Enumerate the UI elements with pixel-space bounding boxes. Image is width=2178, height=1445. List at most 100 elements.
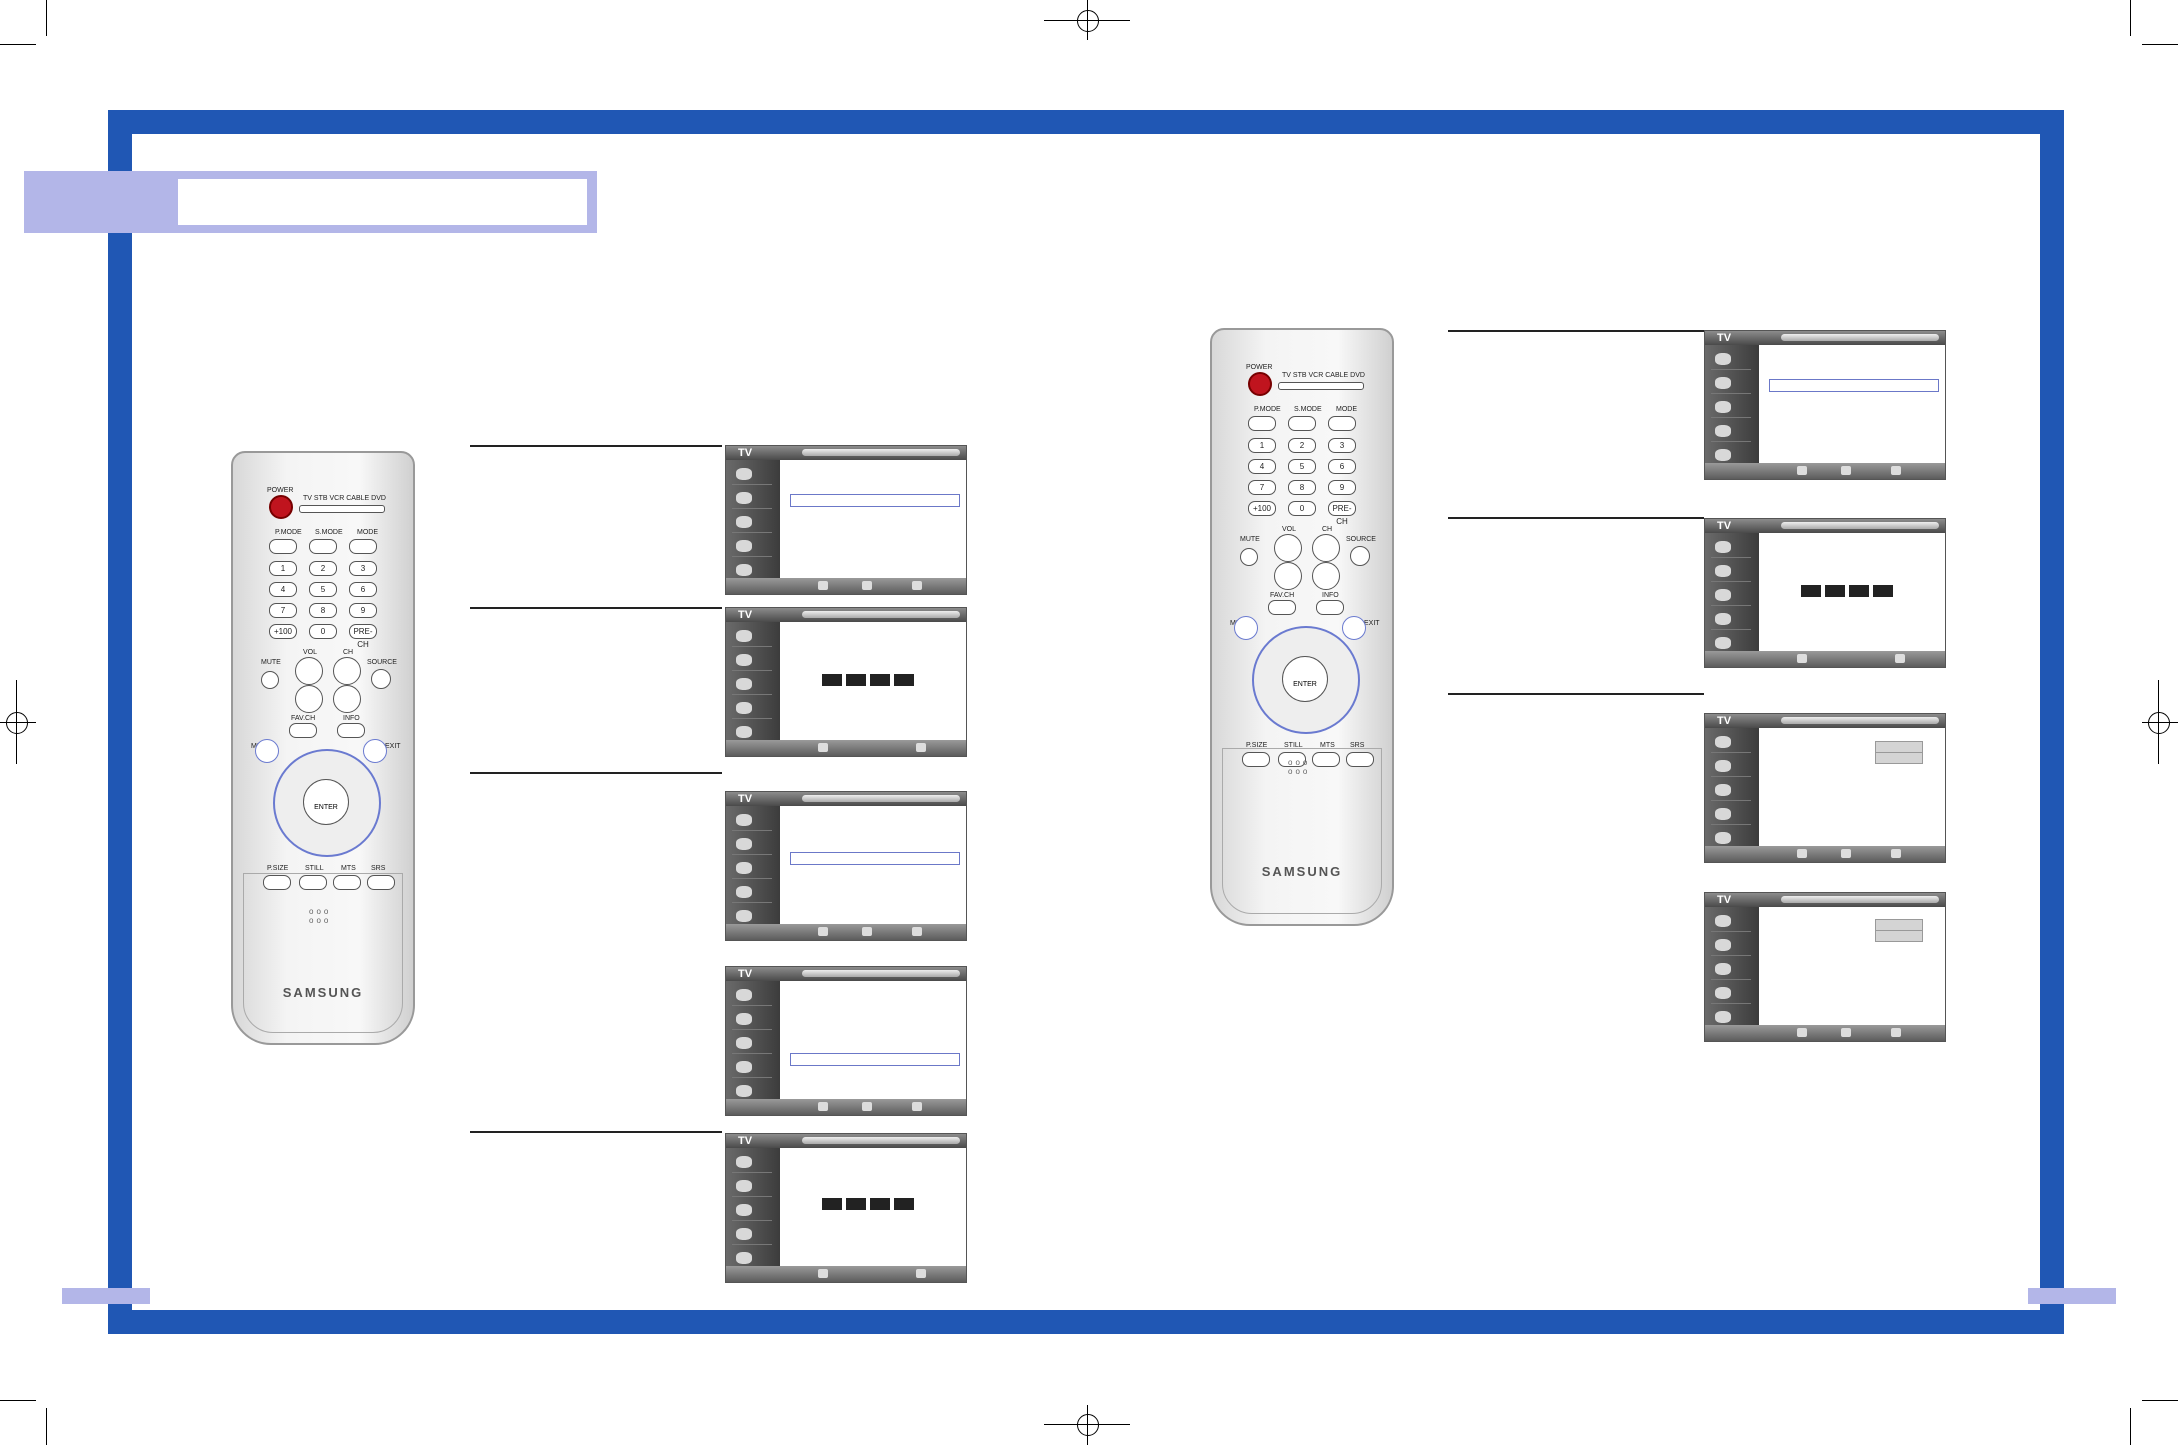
srs-button[interactable] [367, 875, 395, 890]
step-rule [1448, 330, 1704, 332]
digit-8-button[interactable]: 8 [1288, 480, 1316, 495]
digit-5-button[interactable]: 5 [309, 582, 337, 597]
mode-selector[interactable] [1278, 382, 1364, 390]
page-number-tab-left [62, 1288, 150, 1304]
tv-menu-screen: TV [725, 445, 967, 595]
digit-7-button[interactable]: 7 [1248, 480, 1276, 495]
digit-6-button[interactable]: 6 [349, 582, 377, 597]
mute-button[interactable] [261, 671, 279, 689]
tv-menu-screen: TV [725, 966, 967, 1116]
mts-button[interactable] [1312, 752, 1340, 767]
favch-button[interactable] [289, 723, 317, 738]
crop-mark [2142, 44, 2178, 45]
mode-label: MODE [1336, 406, 1357, 413]
remote-control-left: POWER TV STB VCR CABLE DVD P.MODE S.MODE… [231, 451, 415, 1045]
vol-label: VOL [303, 649, 318, 656]
step-rule [1448, 517, 1704, 519]
pin-digit [870, 1198, 890, 1210]
still-button[interactable] [1278, 752, 1306, 767]
step-rule [470, 772, 722, 774]
mode-button[interactable] [1328, 416, 1356, 431]
mode-button[interactable] [349, 539, 377, 554]
tv-label: TV [1717, 520, 1732, 532]
digit-4-button[interactable]: 4 [1248, 459, 1276, 474]
digit-0-button[interactable]: 0 [1288, 501, 1316, 516]
plus100-button[interactable]: +100 [1248, 501, 1276, 516]
digit-5-button[interactable]: 5 [1288, 459, 1316, 474]
power-button[interactable] [1248, 372, 1272, 396]
menu-highlight [790, 494, 960, 507]
mode-selector[interactable] [299, 505, 385, 513]
pin-digit [1801, 585, 1821, 597]
digit-9-button[interactable]: 9 [349, 603, 377, 618]
pin-digit [1825, 585, 1845, 597]
digit-3-button[interactable]: 3 [1328, 438, 1356, 453]
vol-up-button[interactable] [295, 657, 323, 685]
digit-1-button[interactable]: 1 [1248, 438, 1276, 453]
pin-digit [822, 1198, 842, 1210]
digit-4-button[interactable]: 4 [269, 582, 297, 597]
source-button[interactable] [1350, 546, 1370, 566]
mute-button[interactable] [1240, 548, 1258, 566]
favch-label: FAV.CH [291, 715, 316, 722]
digit-6-button[interactable]: 6 [1328, 459, 1356, 474]
exit-button[interactable] [363, 739, 387, 763]
smode-label: S.MODE [1294, 406, 1322, 413]
ch-down-button[interactable] [1312, 562, 1340, 590]
ch-up-button[interactable] [333, 657, 361, 685]
psize-button[interactable] [263, 875, 291, 890]
tv-label: TV [738, 609, 753, 621]
info-button[interactable] [1316, 600, 1344, 615]
prech-button[interactable]: PRE-CH [1328, 501, 1356, 526]
plus100-button[interactable]: +100 [269, 624, 297, 639]
pin-digit [1849, 585, 1869, 597]
brand-logo: SAMSUNG [282, 985, 364, 1000]
vol-label: VOL [1282, 526, 1297, 533]
digit-2-button[interactable]: 2 [309, 561, 337, 576]
menu-button[interactable] [1234, 616, 1258, 640]
tv-label: TV [1717, 715, 1732, 727]
srs-button[interactable] [1346, 752, 1374, 767]
smode-button[interactable] [309, 539, 337, 554]
vol-down-button[interactable] [295, 685, 323, 713]
tv-pin-screen: TV [725, 1133, 967, 1283]
source-button[interactable] [371, 669, 391, 689]
enter-button[interactable]: ENTER [303, 779, 349, 825]
power-button[interactable] [269, 495, 293, 519]
vol-down-button[interactable] [1274, 562, 1302, 590]
pin-digit [894, 674, 914, 686]
pmode-button[interactable] [269, 539, 297, 554]
ch-label: CH [343, 649, 354, 656]
favch-label: FAV.CH [1270, 592, 1295, 599]
digit-7-button[interactable]: 7 [269, 603, 297, 618]
ch-up-button[interactable] [1312, 534, 1340, 562]
enter-button[interactable]: ENTER [1282, 656, 1328, 702]
digit-0-button[interactable]: 0 [309, 624, 337, 639]
menu-button[interactable] [255, 739, 279, 763]
info-label: INFO [343, 715, 360, 722]
favch-button[interactable] [1268, 600, 1296, 615]
psize-button[interactable] [1242, 752, 1270, 767]
ch-down-button[interactable] [333, 685, 361, 713]
exit-button[interactable] [1342, 616, 1366, 640]
smode-button[interactable] [1288, 416, 1316, 431]
prech-button[interactable]: PRE-CH [349, 624, 377, 649]
mts-button[interactable] [333, 875, 361, 890]
digit-1-button[interactable]: 1 [269, 561, 297, 576]
tv-options-screen: TV [1704, 713, 1946, 863]
mode-label: MODE [357, 529, 378, 536]
digit-2-button[interactable]: 2 [1288, 438, 1316, 453]
digit-8-button[interactable]: 8 [309, 603, 337, 618]
still-button[interactable] [299, 875, 327, 890]
info-button[interactable] [337, 723, 365, 738]
digit-9-button[interactable]: 9 [1328, 480, 1356, 495]
crop-mark [0, 1400, 36, 1401]
crop-mark [46, 1408, 47, 1445]
section-header-box [176, 177, 589, 227]
vol-up-button[interactable] [1274, 534, 1302, 562]
mute-label: MUTE [1240, 536, 1260, 543]
option-item [1875, 752, 1923, 764]
pmode-button[interactable] [1248, 416, 1276, 431]
pin-digit [894, 1198, 914, 1210]
digit-3-button[interactable]: 3 [349, 561, 377, 576]
